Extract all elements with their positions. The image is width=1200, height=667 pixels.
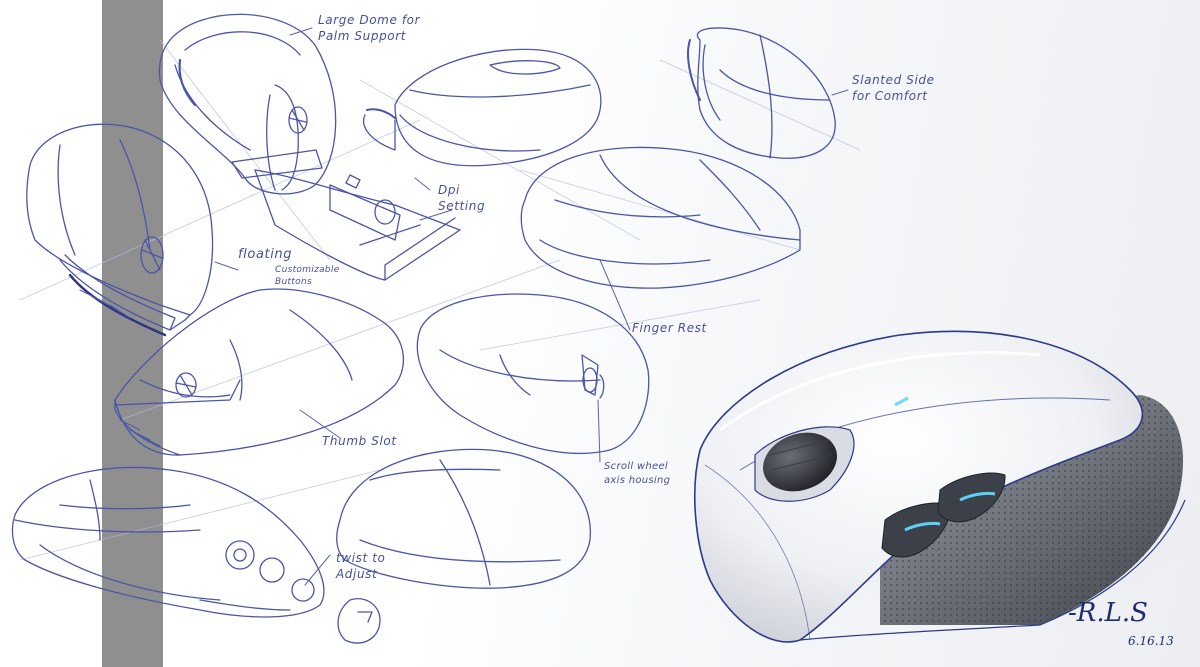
rendered-mouse-side-button-2 <box>937 472 1006 523</box>
annotation-dpi-setting: Dpi Setting <box>438 183 486 214</box>
sketch-low-mouse <box>336 448 591 589</box>
annotation-customizable-buttons: Customizable Buttons <box>275 265 340 288</box>
annotation-scroll-wheel: Scroll wheel axis housing <box>604 461 671 486</box>
rendered-mouse-side-button-1 <box>881 502 951 558</box>
annotation-thumb-slot: Thumb Slot <box>322 434 397 448</box>
grey-band <box>102 0 163 667</box>
annotation-twist-adjust: twist to Adjust <box>336 551 386 582</box>
rendered-mouse-scroll-wheel <box>763 432 837 492</box>
sketch-twist-adjust-mouse <box>11 466 381 644</box>
sketch-floating-mouse <box>26 123 214 337</box>
annotation-finger-rest: Finger Rest <box>632 321 707 335</box>
annotation-palm-dome: Large Dome for Palm Support <box>318 13 421 44</box>
signature-date: 6.16.13 <box>1128 634 1174 648</box>
rendered-mouse <box>694 330 1200 643</box>
signature-initials: -R.L.S <box>1068 598 1148 628</box>
sketch-finger-rest-mouse <box>520 146 801 289</box>
annotation-floating: floating <box>238 247 293 262</box>
sketch-dpi-base <box>254 169 461 281</box>
sketch-palm-dome-mouse <box>158 13 337 195</box>
annotation-slanted-side: Slanted Side for Comfort <box>852 73 935 104</box>
sketch-smooth-mouse <box>363 48 602 167</box>
sketch-slanted-side-mouse <box>687 27 836 159</box>
rendered-mouse-shell <box>694 330 1144 643</box>
sketch-scroll-housing-mouse <box>416 293 650 454</box>
sketch-thumb-slot-mouse <box>114 288 405 456</box>
